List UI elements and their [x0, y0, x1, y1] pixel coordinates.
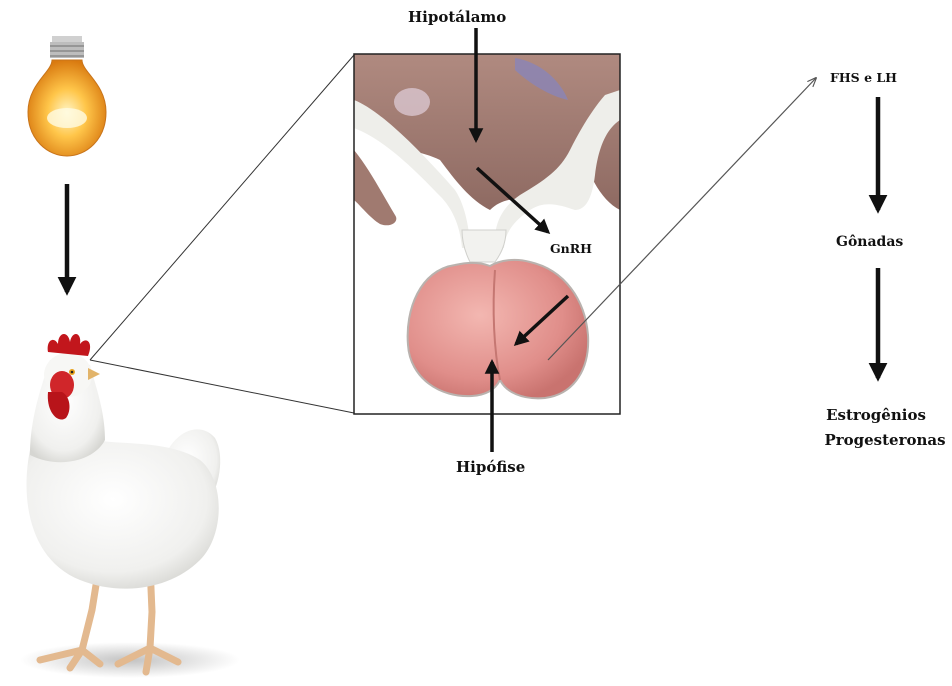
gonads-label: Gônadas	[836, 235, 903, 249]
light-bulb-icon	[28, 36, 106, 156]
brain-anatomy-illustration	[354, 54, 620, 414]
zoom-line-top	[90, 55, 354, 360]
estrogens-label: Estrogênios	[818, 408, 934, 423]
gnrh-label: GnRH	[550, 243, 592, 256]
chicken-illustration	[20, 334, 240, 678]
hypothalamus-label: Hipotálamo	[408, 10, 506, 25]
progesterones-label: Progesteronas	[817, 433, 952, 448]
zoom-line-bottom	[90, 360, 354, 413]
pituitary-label: Hipófise	[456, 460, 525, 475]
hormones-label: FHS e LH	[830, 72, 897, 85]
